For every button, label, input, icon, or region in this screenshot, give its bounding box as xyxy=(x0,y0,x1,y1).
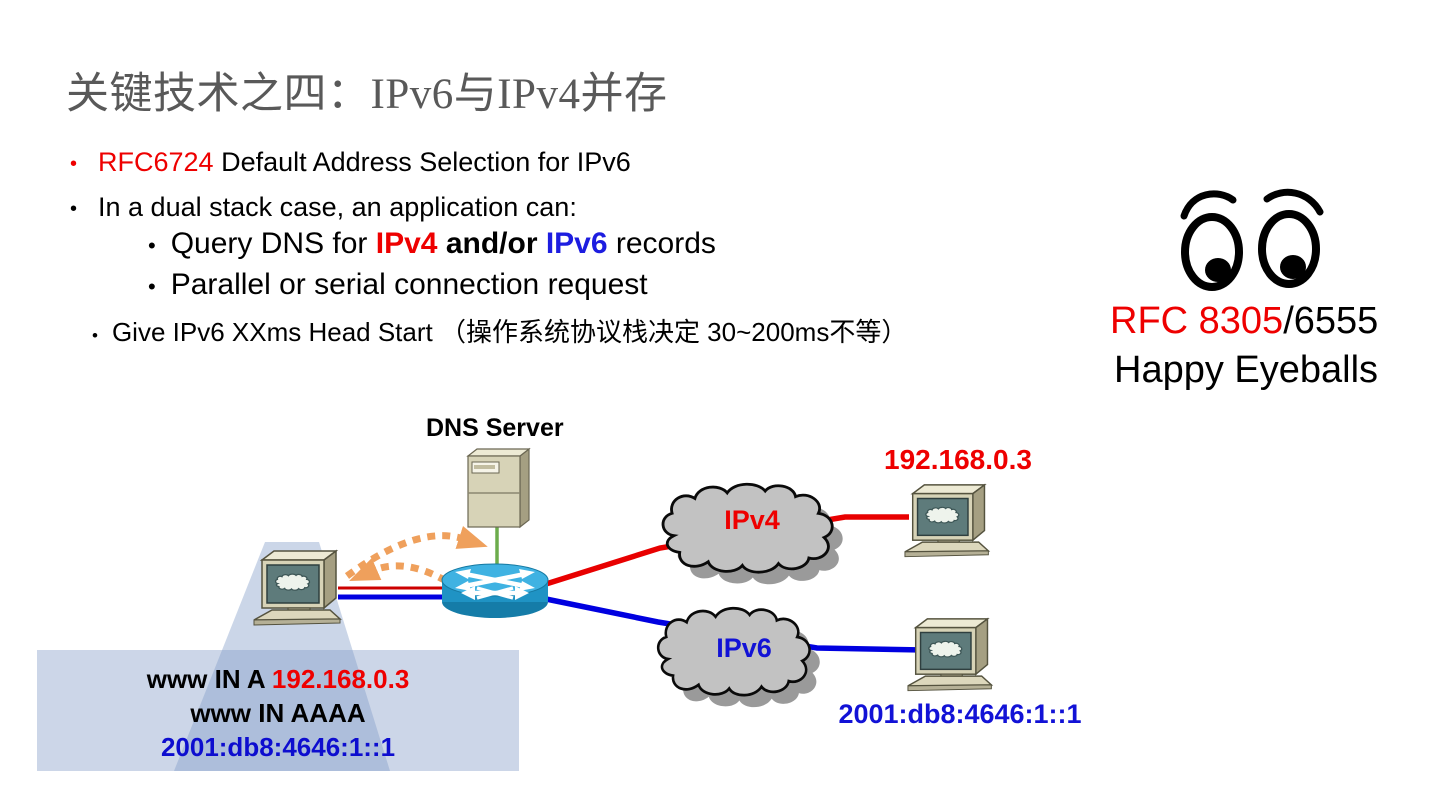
ipv4-host-icon xyxy=(905,485,988,557)
bullet-dual-stack: • In a dual stack case, an application c… xyxy=(70,192,577,225)
bullet-rfc6724: • RFC6724 Default Address Selection for … xyxy=(70,147,631,180)
rfc8305-ref: RFC 8305 xyxy=(1110,300,1284,342)
bullet-head-start: • Give IPv6 XXms Head Start （操作系统协议栈决定 3… xyxy=(92,317,1044,351)
dns-record-text: www IN A 192.168.0.3 www IN AAAA 2001:db… xyxy=(37,662,519,764)
aaaa-record-name: www IN AAAA xyxy=(190,698,366,728)
router-icon xyxy=(441,563,549,618)
dns-response-arrow-icon xyxy=(349,558,448,585)
beam-shape xyxy=(174,542,390,771)
ipv6-host-icon xyxy=(908,619,991,691)
bullet-dot: • xyxy=(70,198,78,220)
right-pupil xyxy=(1280,255,1306,279)
ipv4-cloud-label: IPv4 xyxy=(724,505,780,535)
query-pre: Query DNS for xyxy=(170,227,376,260)
bullet-text: In a dual stack case, an application can… xyxy=(98,192,577,222)
bullet-dot: • xyxy=(148,274,156,299)
rfc-happy-eyeballs: RFC 8305/6555 xyxy=(1110,300,1378,343)
a-record-line: www IN A 192.168.0.3 xyxy=(37,662,519,696)
bullet-text: RFC6724 Default Address Selection for IP… xyxy=(98,147,631,178)
rfc6724-desc: Default Address Selection for IPv6 xyxy=(213,147,631,177)
query-post: records xyxy=(607,227,716,260)
bullet-dot: • xyxy=(70,153,78,175)
right-eyebrow xyxy=(1263,188,1324,216)
dns-server-icon xyxy=(466,447,531,529)
bullet-text: Parallel or serial connection request xyxy=(170,268,648,301)
dns-server-label: DNS Server xyxy=(426,414,564,442)
bullet-query-dns: • Query DNS for IPv4 and/or IPv6 records xyxy=(148,226,716,263)
happy-eyeballs-caption: Happy Eyeballs xyxy=(1114,349,1379,391)
query-mid: and/or xyxy=(437,227,546,260)
laptop-icon xyxy=(254,551,340,625)
dns-record-box xyxy=(37,650,519,771)
ipv6-host-address: 2001:db8:4646:1::1 xyxy=(838,699,1082,729)
bullet-dot: • xyxy=(148,233,156,258)
query-ipv4: IPv4 xyxy=(375,227,438,260)
aaaa-record-value: 2001:db8:4646:1::1 xyxy=(160,732,396,762)
dns-query-arrow-icon xyxy=(344,526,488,579)
bullet-dot: • xyxy=(92,326,98,345)
left-eyebrow xyxy=(1180,190,1237,220)
ipv4-host-address: 192.168.0.3 xyxy=(884,444,1032,475)
left-pupil xyxy=(1205,258,1231,282)
bullet-text: Query DNS for IPv4 and/or IPv6 records xyxy=(171,226,716,261)
rfc6724-ref: RFC6724 xyxy=(98,147,214,177)
a-record-value: 192.168.0.3 xyxy=(271,664,410,694)
query-ipv6: IPv6 xyxy=(545,227,608,260)
bullet-parallel-serial: • Parallel or serial connection request xyxy=(148,267,648,304)
bullet-text: Give IPv6 XXms Head Start （操作系统协议栈决定 30~… xyxy=(111,317,908,347)
rfc6555-ref: /6555 xyxy=(1283,300,1379,342)
ipv6-cloud-label: IPv6 xyxy=(716,633,772,663)
eyes-icon xyxy=(1180,188,1324,291)
a-record-name: www IN A xyxy=(146,664,272,694)
page-title: 关键技术之四：IPv6与IPv4并存 xyxy=(66,70,668,118)
